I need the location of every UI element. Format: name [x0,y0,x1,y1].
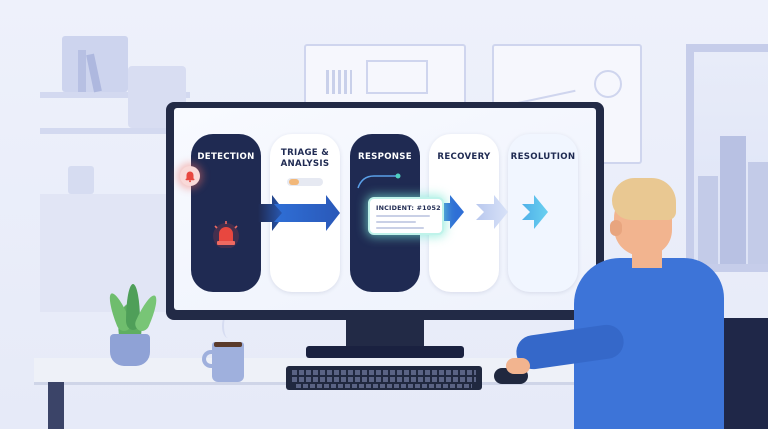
stage-card-detection[interactable]: DETECTION [191,134,261,292]
monitor-screen: DETECTION TRIAGE & ANALYSIS RESPONSE REC… [174,108,596,310]
person-hair [612,178,676,220]
bell-glyph [185,171,195,183]
chevron-arrow-icon [476,195,508,229]
wall-shelf [40,92,190,98]
city-building [720,136,746,264]
person-hand [506,358,530,374]
stage-label-resolution: RESOLUTION [510,152,576,162]
keyboard-keys [292,370,476,375]
plant-pot [110,334,150,366]
mug-coffee [214,342,242,347]
wall-shelf [40,128,170,134]
incident-label: INCIDENT: #1052 [376,204,441,212]
stage-label-detection: DETECTION [197,152,255,162]
city-building [748,162,768,264]
chevron-arrow-icon [522,195,548,229]
desk-leg [48,382,64,429]
mug-steam [222,314,234,338]
incident-detail-line [376,227,424,229]
incident-detail-line [376,221,416,223]
connector-dot [395,173,401,179]
stage-label-triage-analysis: TRIAGE & ANALYSIS [280,148,330,169]
triage-progress-pill [287,178,323,186]
triage-progress-dot [289,179,299,185]
stage-label-recovery: RECOVERY [437,152,491,162]
monitor-stand-base [306,346,464,358]
coffee-mug [212,342,244,382]
incident-detail-line [376,215,430,217]
person-ear [610,220,622,236]
mug-handle [202,350,216,368]
keyboard [286,366,482,390]
workflow-flow-arrows [258,173,548,231]
wall-graph-circle [594,70,622,98]
alarm-siren-icon [213,221,239,248]
city-building [698,176,718,264]
keyboard-keys [292,377,476,382]
wall-flowchart [366,60,428,94]
keyboard-keys [296,384,472,388]
incident-card[interactable]: INCIDENT: #1052 [370,199,442,233]
chevron-arrow-icon [258,195,286,231]
stage-label-response: RESPONSE [358,152,412,162]
connector-line [357,175,398,189]
monitor-stand [346,318,424,348]
chevron-arrow-icon [274,195,340,231]
shelf-books [78,50,86,92]
shelf-item [68,166,94,194]
wall-chart-bars [326,70,352,94]
alert-bell-icon[interactable] [180,166,200,186]
